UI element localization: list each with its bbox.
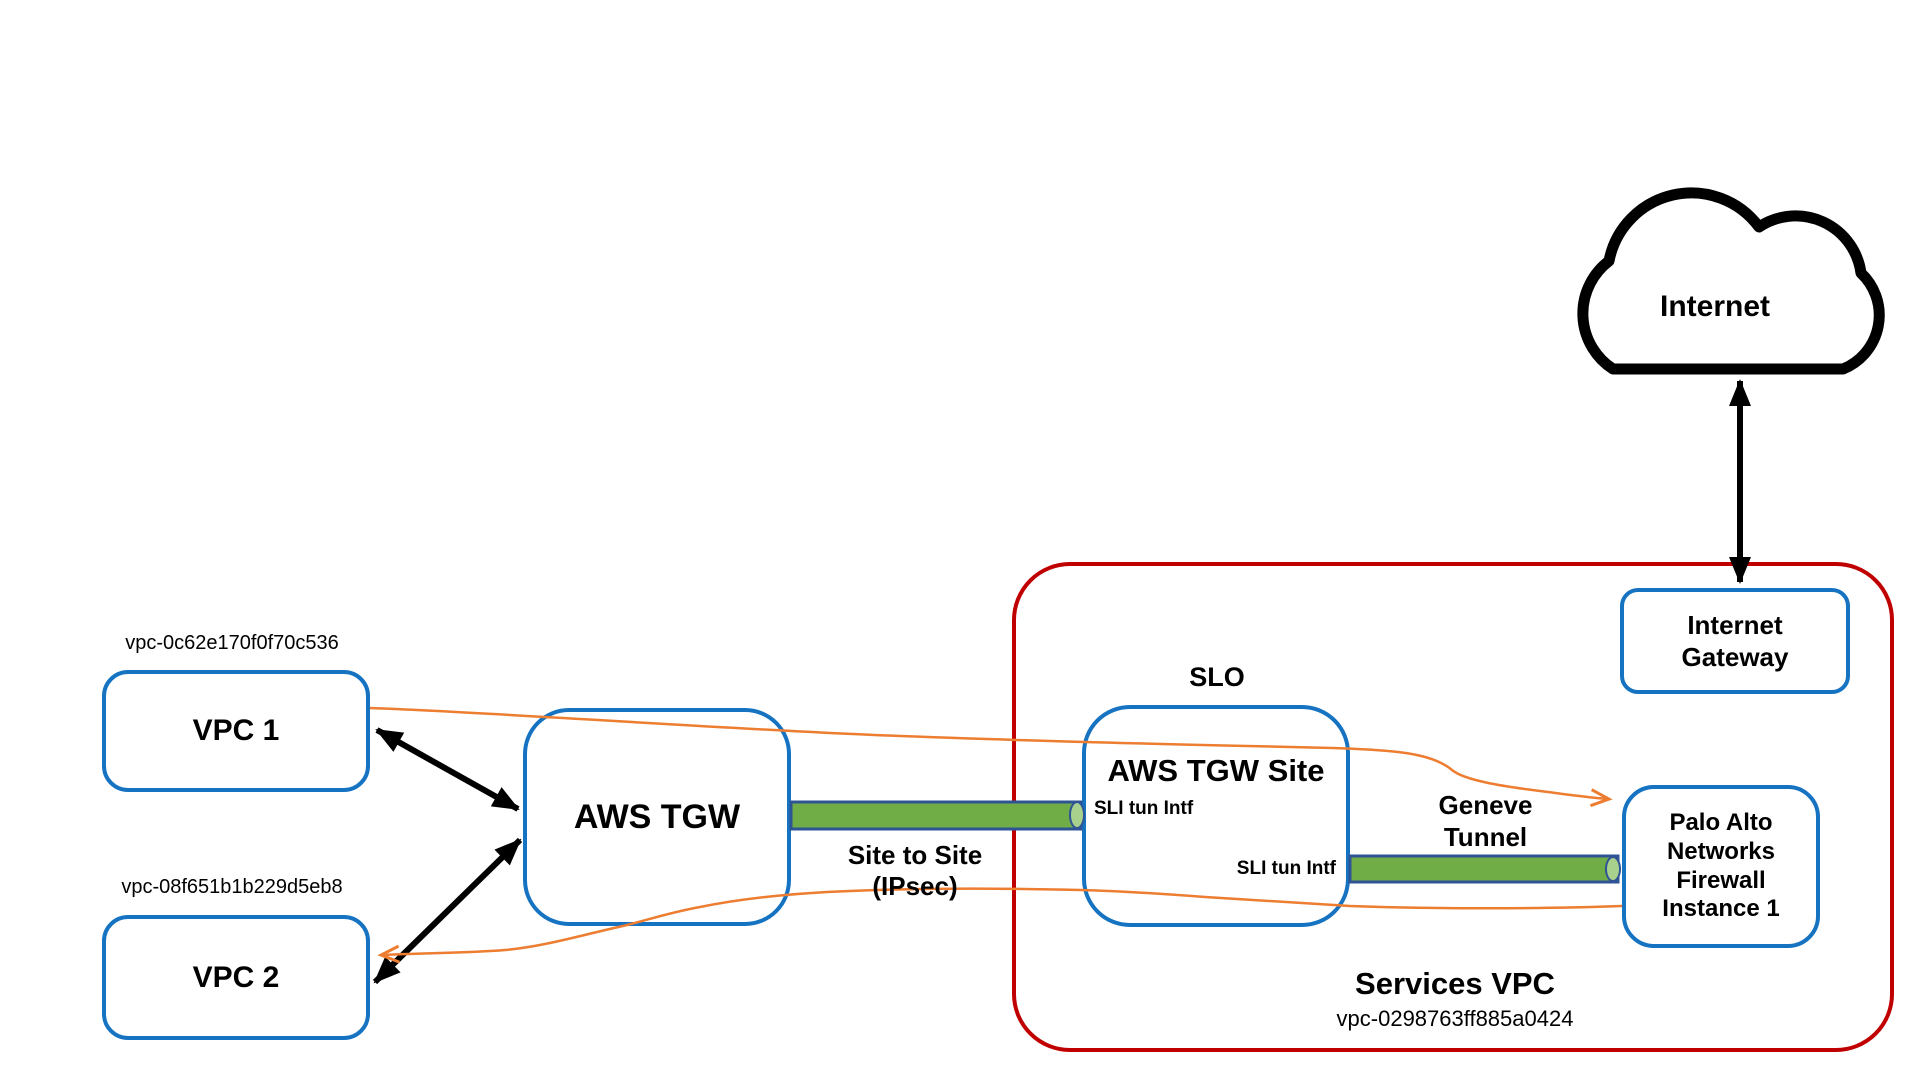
vpc1-box: VPC 1: [102, 670, 370, 792]
aws-tgw-site-label: AWS TGW Site: [1107, 753, 1325, 788]
internet-gateway-box: Internet Gateway: [1620, 588, 1850, 694]
geneve-tunnel-label: Geneve Tunnel: [1438, 790, 1533, 852]
vpc2-label: VPC 2: [192, 960, 280, 994]
vpc1-id-label: vpc-0c62e170f0f70c536: [125, 632, 339, 654]
services-vpc-label: Services VPC: [1355, 966, 1555, 1001]
services-vpc-id-label: vpc-0298763ff885a0424: [1336, 1006, 1574, 1031]
site-to-site-label: Site to Site (IPsec): [847, 840, 983, 901]
slo-label: SLO: [1189, 662, 1245, 692]
vpc1-label: VPC 1: [192, 714, 280, 747]
palo-alto-firewall-label: Palo Alto Networks Firewall Instance 1: [1662, 808, 1780, 923]
aws-tgw-label: AWS TGW: [573, 797, 741, 836]
vpc2-box: VPC 2: [102, 915, 370, 1040]
vpc1-tgw-arrow: [375, 727, 520, 812]
aws-tgw-box: AWS TGW: [523, 708, 791, 926]
vpc2-tgw-arrow: [372, 837, 523, 985]
internet-cloud-shape: [1577, 187, 1885, 375]
internet-cloud-label: Internet: [1659, 290, 1770, 323]
sli-tun-intf-top-label: SLI tun Intf: [1094, 798, 1194, 819]
vpc2-id-label: vpc-08f651b1b229d5eb8: [121, 876, 343, 898]
palo-alto-firewall-box: Palo Alto Networks Firewall Instance 1: [1622, 785, 1820, 948]
internet-gateway-label: Internet Gateway: [1681, 609, 1789, 673]
sli-tun-intf-bottom-label: SLI tun Intf: [1236, 858, 1336, 879]
